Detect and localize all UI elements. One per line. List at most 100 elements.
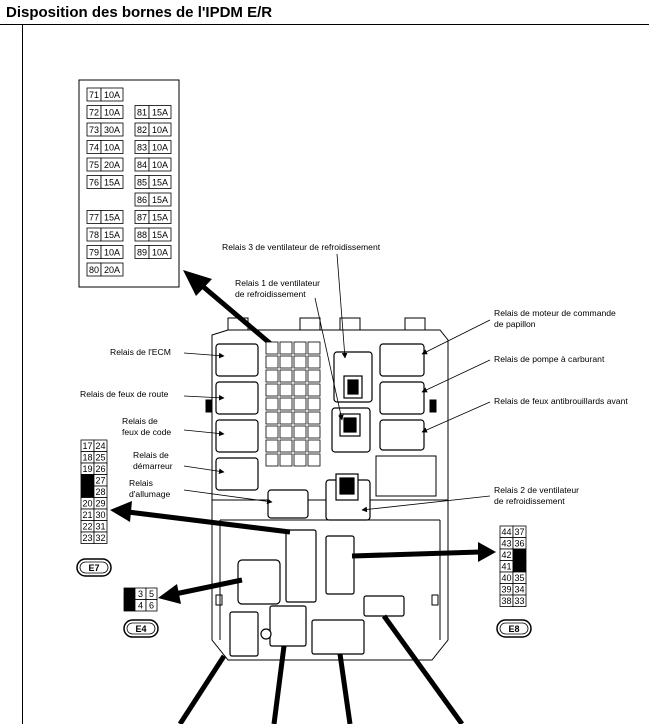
fuse-rating: 10A [152,248,168,258]
fuse-slot [307,355,321,369]
fuse-slot [279,425,293,439]
pin-number: 40 [501,573,511,583]
fuse-rating: 10A [104,248,120,258]
fuse-entry: 77 15A [86,210,124,224]
connector-pin: 29 [93,497,108,510]
pin-number: 30 [95,510,105,520]
arrows-bottom [177,614,465,724]
relay-moteur-papillon [379,343,425,377]
connector-pin: 39 [499,583,514,596]
arrow-e4 [158,577,243,604]
fuse-slot [307,411,321,425]
fuse-slot [279,411,293,425]
title-underline [0,24,649,25]
connector-pin: 36 [512,537,527,550]
fuse-entry: 89 10A [134,245,172,259]
fuse-slot [265,355,279,369]
connector-pin: 38 [499,594,514,607]
relay-demarreur [215,457,259,491]
fuse-rating: 10A [152,125,168,135]
connector-pin: 43 [499,537,514,550]
relay-ecm [215,343,259,377]
connector-pin: 17 [80,439,95,452]
connector-pin [512,548,527,561]
label-allumage-l2: d'allumage [129,489,171,499]
connector-pin: 5 [145,587,158,600]
page-title: Disposition des bornes de l'IPDM E/R [6,4,273,21]
fuse-slot [307,397,321,411]
connector-pin: 20 [80,497,95,510]
fuse-number: 85 [137,178,147,188]
pin-number: 39 [501,585,511,595]
fuse-number: 81 [137,108,147,118]
pin-number: 31 [95,522,105,532]
fuse-number: 77 [89,213,99,223]
fuse-grid [265,341,321,467]
fuse-number: 80 [89,265,99,275]
pin-number: 23 [82,533,92,543]
pin-number: 19 [82,464,92,474]
connector-e4-badge: E4 [123,619,159,638]
label-allumage-l1: Relais [129,478,153,488]
fuse-slot [293,369,307,383]
label-ventilateur-2-l1: Relais 2 de ventilateur [494,485,579,495]
connector-pin: 28 [93,485,108,498]
fuse-slot [293,341,307,355]
fuse-rating: 15A [152,213,168,223]
pin-number: 29 [95,499,105,509]
connector-pin: 32 [93,531,108,544]
connector-pin: 42 [499,548,514,561]
connector-pin: 21 [80,508,95,521]
connector-pin: 23 [80,531,95,544]
connector-e7-name: E7 [88,563,99,573]
label-feux-route: Relais de feux de route [80,389,169,399]
pin-number: 42 [501,550,511,560]
fuse-slot [293,355,307,369]
relay-antibrouillard [379,419,425,451]
connector-pin: 41 [499,560,514,573]
fuse-rating: 10A [152,143,168,153]
relay-allumage [267,489,309,519]
arrow-fuse-list [183,270,274,347]
fuse-slot [279,355,293,369]
label-ventilateur-3: Relais 3 de ventilateur de refroidisseme… [222,242,381,252]
label-ventilateur-2-l2: de refroidissement [494,496,565,506]
pin-number: 32 [95,533,105,543]
fuse-number: 75 [89,160,99,170]
fuse-rating: 10A [104,90,120,100]
internal-connectors [229,529,405,657]
pin-number: 36 [514,539,524,549]
fuse-slot [265,341,279,355]
fuse-number: 71 [89,90,99,100]
fuse-slot [293,439,307,453]
fuse-rating: 15A [104,178,120,188]
fuse-entry: 87 15A [134,210,172,224]
fuse-slot [265,439,279,453]
fuse-rating: 15A [104,230,120,240]
pin-number: 34 [514,585,524,595]
pin-number: 6 [149,601,154,611]
connector-pin: 18 [80,451,95,464]
fuse-slot [279,341,293,355]
relay-ventilateur-3 [333,351,373,403]
label-ventilateur-1-l2: de refroidissement [235,289,306,299]
connector-pin: 34 [512,583,527,596]
fuse-number: 89 [137,248,147,258]
connector-pin: 33 [512,594,527,607]
fuse-slot [293,453,307,467]
fuse-number: 87 [137,213,147,223]
connector-pin: 37 [512,525,527,538]
connector-pin: 26 [93,462,108,475]
fuse-rating: 15A [104,213,120,223]
label-antibrouillard: Relais de feux antibrouillards avant [494,396,628,406]
